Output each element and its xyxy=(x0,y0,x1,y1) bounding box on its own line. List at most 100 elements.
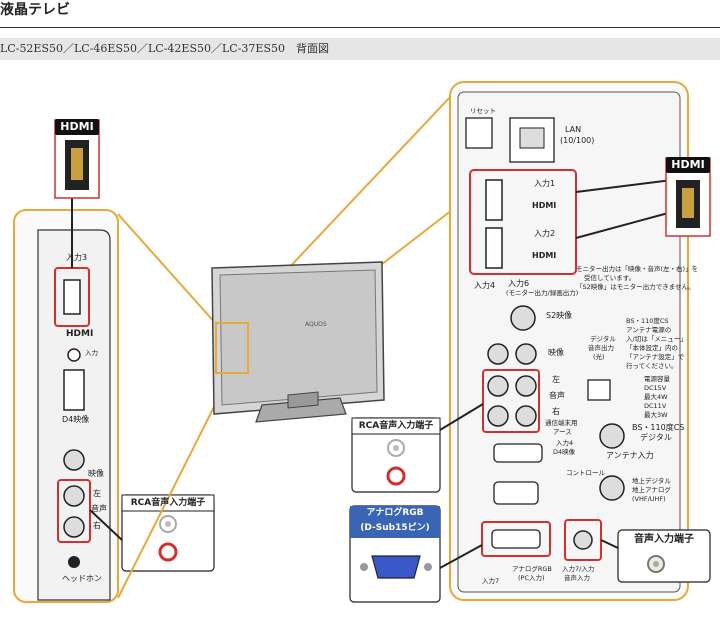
power-note-line1: 電源容量 xyxy=(644,375,670,383)
left-headphone-label: ヘッドホン xyxy=(62,574,102,583)
left-d4-label: D4映像 xyxy=(62,415,90,424)
hdmi-input1-logo: HDMI xyxy=(532,201,557,210)
right-rca-connector-line xyxy=(439,403,484,431)
terrestrial-label: 地上デジタル xyxy=(632,477,671,485)
input4-audio-r-jack xyxy=(487,405,509,427)
control-label: コントロール xyxy=(566,469,605,477)
bs-note-line2: アンテナ電源の xyxy=(626,326,672,334)
antenna-in-label: アンテナ入力 xyxy=(606,451,654,460)
analog-rgb-label: アナログRGB xyxy=(512,565,552,573)
input7-audio-label: 入力7/入力 xyxy=(562,565,595,573)
model-line-bar: LC-52ES50／LC-46ES50／LC-42ES50／LC-37ES50 … xyxy=(0,38,720,60)
title-divider xyxy=(0,27,720,28)
left-video-label: 映像 xyxy=(88,469,104,478)
analog-rgb-callout-header xyxy=(350,506,440,538)
input6-video-jack xyxy=(515,343,537,365)
input7-audio-label-2: 音声入力 xyxy=(564,574,590,582)
input4-d4-label-2: D4映像 xyxy=(553,448,576,456)
left-rca-connector-line xyxy=(89,509,123,541)
digital-audio-label-2: 音声出力 xyxy=(588,344,614,352)
hdmi-input1-port xyxy=(485,179,503,221)
input4-video-jack xyxy=(487,343,509,365)
s2-video-port xyxy=(510,305,536,331)
reset-label: リセット xyxy=(470,107,496,115)
left-hdmi-port xyxy=(63,279,81,315)
analog-rgb-port xyxy=(491,529,541,549)
left-d4-port xyxy=(63,369,85,411)
mini-jack-core xyxy=(653,561,659,567)
right-rca-white-core xyxy=(393,445,399,451)
hdmi-input2-label: 入力2 xyxy=(534,229,556,238)
terrestrial-antenna-port xyxy=(599,475,625,501)
hdmi-input2-logo: HDMI xyxy=(532,251,557,260)
monitor-note-line2: 受信しています。 xyxy=(584,274,636,282)
input7-label: 入力7 xyxy=(482,577,500,585)
left-input-label: 入力 xyxy=(85,349,98,357)
monitor-note-line3: 「S2映像」はモニター出力できません。 xyxy=(576,283,695,291)
bs-note-line4: 「本体設定」内の xyxy=(626,344,678,352)
right-rca-red-plug xyxy=(386,466,406,486)
right-hdmi-connector-line-1 xyxy=(575,179,673,193)
power-note-line2: DC15V xyxy=(644,384,667,392)
model-line: LC-52ES50／LC-46ES50／LC-42ES50／LC-37ES50 … xyxy=(0,42,329,55)
tv-back-inner xyxy=(219,269,378,406)
tv-left-zoom-line-top xyxy=(117,213,218,326)
analog-rgb-label-2: (PC入力) xyxy=(518,574,545,582)
input4-label: 入力4 xyxy=(474,281,496,290)
bs-note-line5: 「アンテナ設定」で xyxy=(626,353,685,361)
input6-audio-r-jack xyxy=(515,405,537,427)
comm-ground-label-2: アース xyxy=(553,428,572,436)
page-title: 液晶テレビ xyxy=(0,2,70,18)
terrestrial-label-2: 地上アナログ xyxy=(632,486,671,494)
left-hdmi-logo: HDMI xyxy=(66,329,94,339)
comm-ground-label: 通信端末用 xyxy=(545,419,578,427)
left-audio-r-jack xyxy=(63,516,85,538)
input6-audio-l-jack xyxy=(515,375,537,397)
bs-cs-antenna-port xyxy=(599,423,625,449)
analog-rgb-highlight xyxy=(481,521,551,557)
reset-button-frame xyxy=(465,117,493,149)
tv-terminal-highlight xyxy=(215,322,249,374)
s2-video-label: S2映像 xyxy=(546,311,573,320)
lan-port xyxy=(519,127,545,149)
monitor-note-line1: モニター出力は「映像・音声(左・右)」を xyxy=(576,265,699,273)
left-hdmi-plug-pins xyxy=(71,148,83,180)
tv-stand-neck xyxy=(287,391,319,409)
right-hdmi-callout-title: HDMI xyxy=(666,157,710,173)
dsub15-screw-left xyxy=(360,563,368,571)
lan-label: LAN xyxy=(565,125,582,134)
tv-brand-logo: AQUOS xyxy=(305,321,327,328)
right-hdmi-highlight xyxy=(469,169,577,275)
right-hdmi-plug-pins xyxy=(682,188,694,218)
audio-left-label: 左 xyxy=(552,375,560,384)
left-audio-label: 音声 xyxy=(91,504,107,513)
video-label: 映像 xyxy=(548,348,564,357)
left-hdmi-callout-title: HDMI xyxy=(55,119,99,135)
left-input3-label: 入力3 xyxy=(66,253,88,262)
right-rca-callout-title: RCA音声入力端子 xyxy=(358,421,434,431)
input4-audio-l-jack xyxy=(487,375,509,397)
input4-d4-label: 入力4 xyxy=(556,439,574,447)
right-hdmi-connector-line-2 xyxy=(575,211,673,239)
right-rca-callout-header xyxy=(351,417,441,435)
power-note-line3: 最大4W xyxy=(644,393,668,401)
digital-audio-label-3: (光) xyxy=(593,353,605,361)
bs-note-line6: 行ってください。 xyxy=(626,362,678,370)
analog-rgb-title-line2: (D-Sub15ピン) xyxy=(360,523,430,533)
audio-in-callout-title: 音声入力端子 xyxy=(634,534,694,545)
dsub15-screw-right xyxy=(424,563,432,571)
right-panel-body xyxy=(457,91,681,593)
left-rca-white-core xyxy=(165,521,171,527)
analog-rgb-title-line1: アナログRGB xyxy=(366,508,424,518)
left-video-jack xyxy=(63,449,85,471)
audio-right-label: 右 xyxy=(552,407,560,416)
analog-rgb-connector-line xyxy=(439,544,483,569)
power-note-line4: DC11V xyxy=(644,402,667,410)
input7-audio-jack xyxy=(573,530,593,550)
right-rca-highlight xyxy=(482,369,540,433)
left-rca-callout-title: RCA音声入力端子 xyxy=(130,498,206,508)
bs-note-line3: 入/切は「メニュー」 xyxy=(626,335,687,343)
terrestrial-label-3: (VHF/UHF) xyxy=(632,495,666,503)
input4-d4-port xyxy=(493,443,543,463)
